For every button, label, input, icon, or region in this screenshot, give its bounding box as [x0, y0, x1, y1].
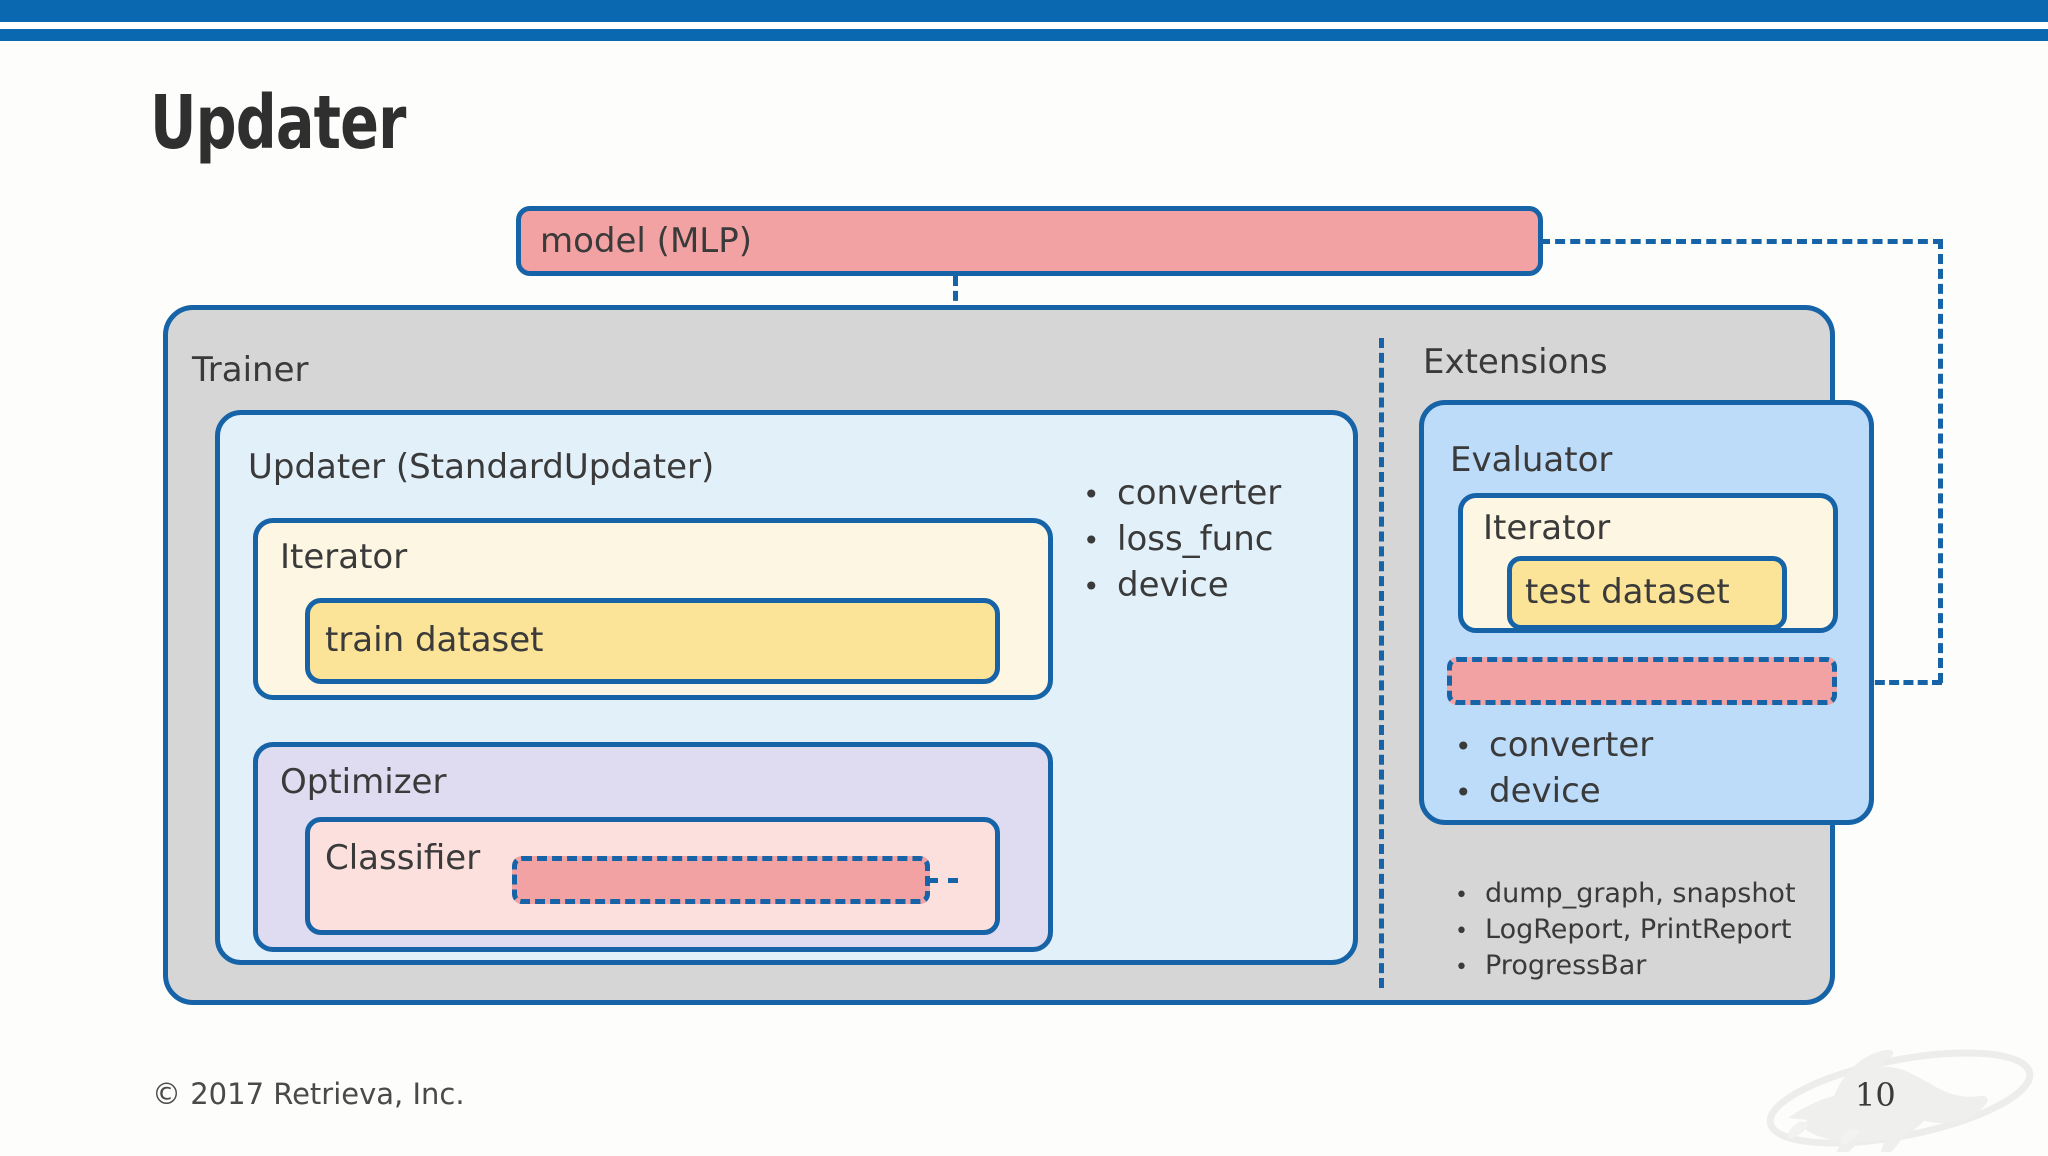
evaluator-model-reference-box[interactable] — [1447, 657, 1837, 705]
list-item: • loss_func — [1083, 516, 1281, 562]
updater-attribute-label: loss_func — [1117, 519, 1274, 559]
connector-model-to-evaluator-vertical — [1938, 239, 1943, 683]
list-item: • converter — [1083, 470, 1281, 516]
test-dataset-box[interactable] — [1507, 556, 1787, 630]
bullet-dot-icon: • — [1455, 883, 1468, 908]
page-number: 10 — [1855, 1076, 1896, 1114]
extensions-item-label: dump_graph, snapshot — [1485, 878, 1796, 909]
evaluator-attributes-ul: • converter • device — [1455, 722, 1653, 814]
bullet-dot-icon: • — [1083, 478, 1100, 511]
top-accent-bar-thin — [0, 29, 2048, 41]
list-item: • ProgressBar — [1455, 948, 1796, 984]
classifier-label: Classifier — [325, 838, 481, 878]
train-dataset-label: train dataset — [325, 620, 544, 660]
list-item: • device — [1083, 562, 1281, 608]
bullet-dot-icon: • — [1455, 955, 1468, 980]
trainer-label: Trainer — [192, 350, 309, 390]
updater-attributes-ul: • converter • loss_func • device — [1083, 470, 1281, 608]
classifier-model-reference-box[interactable] — [512, 856, 930, 904]
bullet-dot-icon: • — [1455, 919, 1468, 944]
updater-label: Updater (StandardUpdater) — [248, 447, 715, 487]
top-accent-bar-gap — [0, 22, 2048, 29]
test-dataset-label: test dataset — [1525, 572, 1730, 612]
evaluator-attributes-list: • converter • device — [1455, 722, 1653, 814]
trainer-extensions-divider — [1379, 338, 1384, 988]
model-label: model (MLP) — [540, 221, 752, 261]
optimizer-label: Optimizer — [280, 762, 447, 802]
updater-attribute-label: device — [1117, 565, 1229, 605]
evaluator-label: Evaluator — [1450, 440, 1613, 480]
page-title: Updater — [150, 80, 406, 166]
updater-attribute-label: converter — [1117, 473, 1282, 513]
connector-model-to-classifier-horizontal — [928, 878, 958, 883]
list-item: • device — [1455, 768, 1653, 814]
bullet-dot-icon: • — [1455, 776, 1472, 809]
bullet-dot-icon: • — [1083, 570, 1100, 603]
bullet-dot-icon: • — [1455, 730, 1472, 763]
copyright-text: © 2017 Retrieva, Inc. — [152, 1077, 465, 1111]
connector-model-to-evaluator-horizontal-top — [1540, 239, 1943, 244]
bullet-dot-icon: • — [1083, 524, 1100, 557]
connector-model-to-evaluator-horizontal-bottom — [1832, 680, 1942, 685]
list-item: • dump_graph, snapshot — [1455, 876, 1796, 912]
extensions-items-list: • dump_graph, snapshot • LogReport, Prin… — [1455, 876, 1796, 984]
model-box[interactable] — [516, 206, 1543, 276]
list-item: • converter — [1455, 722, 1653, 768]
train-dataset-box[interactable] — [305, 598, 1000, 684]
train-iterator-label: Iterator — [280, 537, 408, 577]
extensions-item-label: ProgressBar — [1485, 950, 1647, 981]
company-logo — [1752, 1026, 2042, 1156]
list-item: • LogReport, PrintReport — [1455, 912, 1796, 948]
updater-attributes-list: • converter • loss_func • device — [1083, 470, 1281, 608]
evaluator-attribute-label: device — [1489, 771, 1601, 811]
evaluator-attribute-label: converter — [1489, 725, 1654, 765]
extensions-label: Extensions — [1423, 342, 1608, 382]
extensions-items-ul: • dump_graph, snapshot • LogReport, Prin… — [1455, 876, 1796, 984]
extensions-item-label: LogReport, PrintReport — [1485, 914, 1792, 945]
test-iterator-label: Iterator — [1483, 508, 1611, 548]
top-accent-bar-thick — [0, 0, 2048, 22]
